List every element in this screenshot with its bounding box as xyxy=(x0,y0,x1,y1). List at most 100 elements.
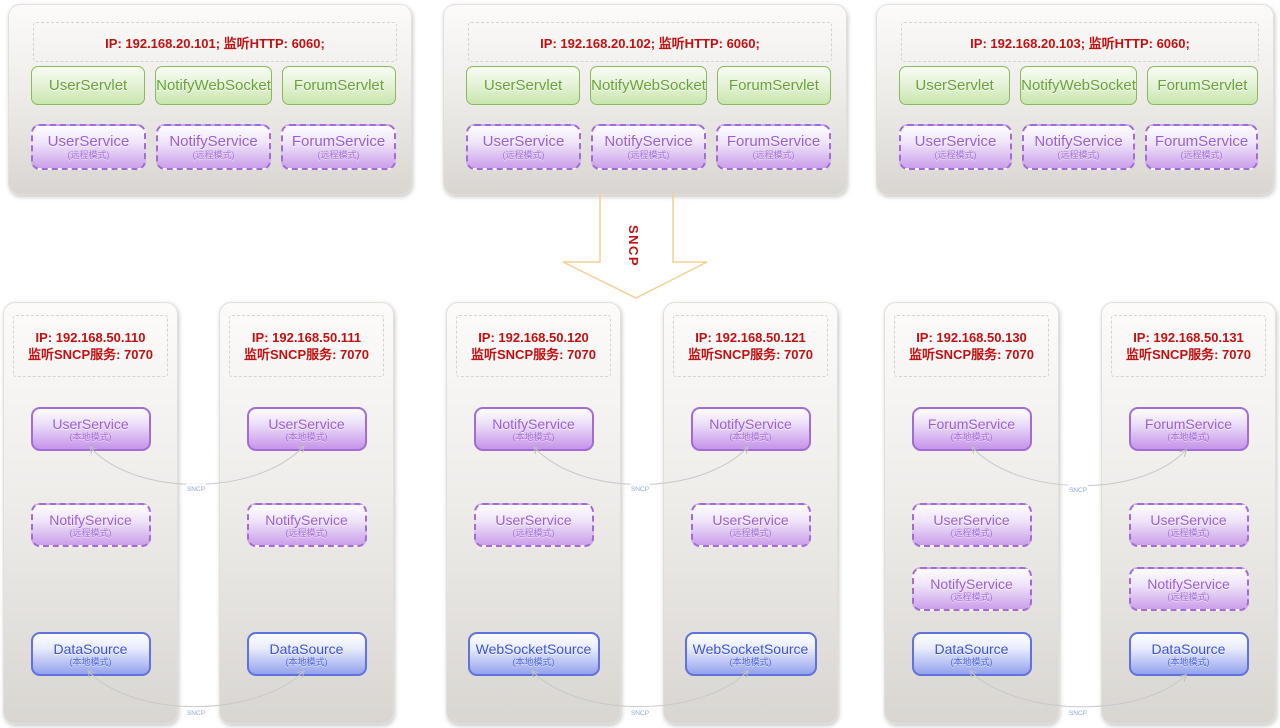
servlet-node: NotifyWebSocket xyxy=(590,66,707,105)
ip-label: IP: 192.168.50.111 监听SNCP服务: 7070 xyxy=(229,315,384,377)
ip-line2: 监听SNCP服务: 7070 xyxy=(471,347,596,362)
sncp-node-box-3: IP: 192.168.50.120 监听SNCP服务: 7070 Notify… xyxy=(446,302,621,724)
datasource-node: DataSource (本地模式) xyxy=(30,632,151,676)
service-name: WebSocketSource xyxy=(692,640,809,657)
service-name: ForumService xyxy=(927,415,1016,432)
service-node: NotifyService (远程模式) xyxy=(1128,567,1249,611)
service-name: NotifyService xyxy=(169,133,258,150)
datasource-node: WebSocketSource (本地模式) xyxy=(467,632,600,676)
service-name: UserService xyxy=(47,133,130,150)
service-mode: (远程模式) xyxy=(752,150,795,160)
datasource-node: DataSource (本地模式) xyxy=(911,632,1032,676)
service-node: UserService (远程模式) xyxy=(466,124,581,170)
connector-label: SNCP xyxy=(1068,485,1088,494)
svg-text:SNCP: SNCP xyxy=(631,710,649,717)
web-server-box-3: IP: 192.168.20.103; 监听HTTP: 6060; UserSe… xyxy=(876,4,1274,195)
ip-line1: IP: 192.168.50.120 xyxy=(478,330,589,345)
service-name: UserService xyxy=(933,511,1010,528)
service-mode: (远程模式) xyxy=(729,527,772,538)
service-mode: (远程模式) xyxy=(950,591,993,602)
service-mode: (远程模式) xyxy=(1180,150,1223,160)
ip-line2: 监听SNCP服务: 7070 xyxy=(244,347,369,362)
service-mode: (本地模式) xyxy=(512,656,555,667)
sncp-node-box-6: IP: 192.168.50.131 监听SNCP服务: 7070 ForumS… xyxy=(1101,302,1276,724)
service-mode: (远程模式) xyxy=(1167,527,1210,538)
ip-label: IP: 192.168.50.120 监听SNCP服务: 7070 xyxy=(456,315,611,377)
service-name: UserService xyxy=(1150,511,1227,528)
service-mode: (本地模式) xyxy=(512,431,555,442)
service-node: NotifyService (本地模式) xyxy=(690,407,811,451)
servlet-node: ForumServlet xyxy=(1146,66,1258,105)
web-server-box-2: IP: 192.168.20.102; 监听HTTP: 6060; UserSe… xyxy=(443,4,847,195)
service-name: ForumService xyxy=(291,133,386,150)
service-name: UserService xyxy=(914,133,997,150)
service-mode: (远程模式) xyxy=(285,527,328,538)
service-mode: (本地模式) xyxy=(729,431,772,442)
connector-label: SNCP xyxy=(630,708,650,717)
service-node: ForumService (远程模式) xyxy=(716,124,831,170)
service-name: NotifyService xyxy=(709,415,792,432)
service-name: UserService xyxy=(495,511,572,528)
service-mode: (远程模式) xyxy=(627,150,670,160)
service-name: ForumService xyxy=(1154,133,1249,150)
service-name: NotifyService xyxy=(492,415,575,432)
servlet-node: NotifyWebSocket xyxy=(155,66,272,105)
ip-line1: IP: 192.168.50.110 xyxy=(35,330,146,345)
service-mode: (本地模式) xyxy=(1167,656,1210,667)
servlet-node: NotifyWebSocket xyxy=(1020,66,1137,105)
servlet-node: ForumServlet xyxy=(716,66,831,105)
svg-text:SNCP: SNCP xyxy=(187,710,205,717)
service-row: UserService (远程模式) NotifyService (远程模式) … xyxy=(31,124,396,170)
ip-label: IP: 192.168.20.101; 监听HTTP: 6060; xyxy=(33,22,397,62)
ip-line2: 监听SNCP服务: 7070 xyxy=(1126,347,1251,362)
service-name: DataSource xyxy=(934,640,1009,657)
service-node: NotifyService (远程模式) xyxy=(911,567,1032,611)
ip-line1: IP: 192.168.50.121 xyxy=(695,330,806,345)
service-node: NotifyService (远程模式) xyxy=(246,503,367,547)
service-row: UserService (远程模式) NotifyService (远程模式) … xyxy=(466,124,831,170)
ip-line2: 监听SNCP服务: 7070 xyxy=(28,347,153,362)
ip-label: IP: 192.168.50.110 监听SNCP服务: 7070 xyxy=(13,315,168,377)
ip-line1: IP: 192.168.50.130 xyxy=(916,330,1027,345)
svg-text:SNCP: SNCP xyxy=(1069,487,1087,494)
ip-label: IP: 192.168.50.121 监听SNCP服务: 7070 xyxy=(673,315,828,377)
service-mode: (本地模式) xyxy=(950,656,993,667)
ip-label: IP: 192.168.50.131 监听SNCP服务: 7070 xyxy=(1111,315,1266,377)
servlet-row: UserServlet NotifyWebSocket ForumServlet xyxy=(31,66,396,105)
ip-line1: IP: 192.168.50.131 xyxy=(1133,330,1244,345)
service-mode: (本地模式) xyxy=(729,656,772,667)
service-name: NotifyService xyxy=(930,575,1013,592)
service-name: NotifyService xyxy=(1034,133,1123,150)
service-name: DataSource xyxy=(53,640,128,657)
service-mode: (远程模式) xyxy=(512,527,555,538)
service-mode: (远程模式) xyxy=(69,527,112,538)
service-name: UserService xyxy=(712,511,789,528)
service-mode: (远程模式) xyxy=(502,150,545,160)
service-node: ForumService (远程模式) xyxy=(281,124,396,170)
datasource-node: DataSource (本地模式) xyxy=(246,632,367,676)
service-mode: (本地模式) xyxy=(285,431,328,442)
servlet-row: UserServlet NotifyWebSocket ForumServlet xyxy=(466,66,831,105)
service-node: NotifyService (远程模式) xyxy=(591,124,706,170)
service-node: UserService (远程模式) xyxy=(911,503,1032,547)
service-node: NotifyService (远程模式) xyxy=(156,124,271,170)
service-name: ForumService xyxy=(1144,415,1233,432)
service-name: DataSource xyxy=(269,640,344,657)
sncp-node-box-5: IP: 192.168.50.130 监听SNCP服务: 7070 ForumS… xyxy=(884,302,1059,724)
service-mode: (远程模式) xyxy=(1057,150,1100,160)
service-node: NotifyService (远程模式) xyxy=(30,503,151,547)
sncp-node-box-2: IP: 192.168.50.111 监听SNCP服务: 7070 UserSe… xyxy=(219,302,394,724)
svg-text:SNCP: SNCP xyxy=(631,486,649,493)
servlet-row: UserServlet NotifyWebSocket ForumServlet xyxy=(899,66,1258,105)
ip-line2: 监听SNCP服务: 7070 xyxy=(688,347,813,362)
svg-text:SNCP: SNCP xyxy=(1069,710,1087,717)
service-mode: (远程模式) xyxy=(934,150,977,160)
service-mode: (本地模式) xyxy=(285,656,328,667)
service-node: UserService (远程模式) xyxy=(31,124,146,170)
service-mode: (远程模式) xyxy=(1167,591,1210,602)
service-node: ForumService (本地模式) xyxy=(1128,407,1249,451)
service-name: ForumService xyxy=(726,133,821,150)
ip-label: IP: 192.168.50.130 监听SNCP服务: 7070 xyxy=(894,315,1049,377)
servlet-node: UserServlet xyxy=(899,66,1011,105)
connector-label: SNCP xyxy=(1068,708,1088,717)
